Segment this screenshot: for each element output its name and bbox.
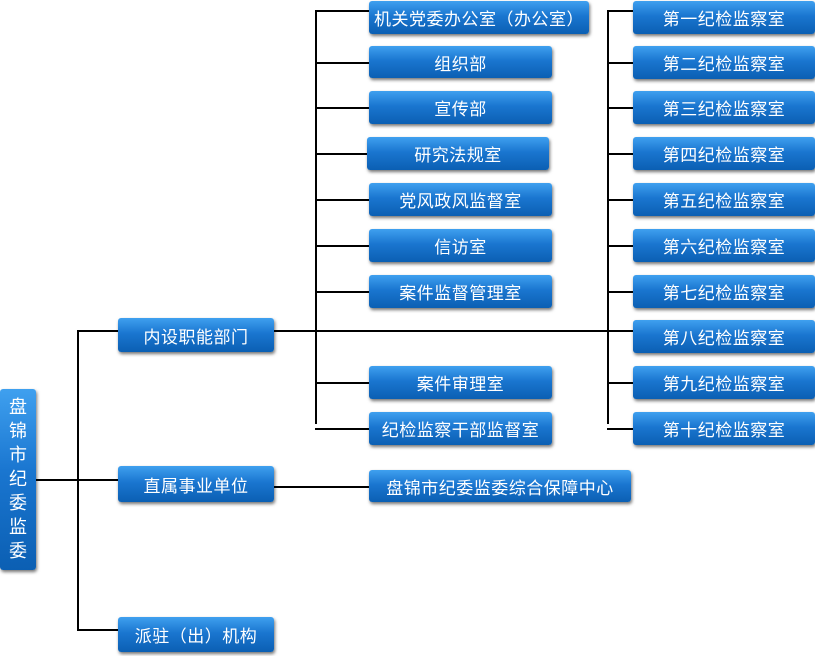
office-tick-2 [607, 62, 634, 64]
dept-box: 组织部 [369, 46, 552, 78]
office-tick-5 [607, 199, 634, 201]
office-box: 第五纪检监察室 [633, 183, 815, 216]
affiliated-unit-box: 盘锦市纪委监委综合保障中心 [369, 470, 631, 502]
root-char: 锦 [9, 420, 27, 442]
internal-branch-line [77, 330, 119, 332]
root-char: 委 [9, 492, 27, 514]
office-box: 第七纪检监察室 [633, 275, 815, 308]
dept-tick-1 [315, 10, 369, 12]
departments-trunk [315, 10, 317, 424]
office-box: 第一纪检监察室 [633, 1, 815, 34]
category-internal: 内设职能部门 [118, 318, 274, 352]
office-box: 第六纪检监察室 [633, 229, 815, 262]
affiliated-branch-line [77, 479, 119, 481]
root-char: 监 [9, 516, 27, 538]
offices-trunk [607, 10, 609, 424]
dept-box: 党风政风监督室 [369, 183, 552, 216]
dept-box: 机关党委办公室（办公室） [369, 1, 589, 34]
dept-tick-5 [315, 199, 369, 201]
office-box: 第十纪检监察室 [633, 412, 815, 445]
office-tick-4 [607, 153, 634, 155]
root-char: 委 [9, 540, 27, 562]
dept-tick-4 [315, 153, 367, 155]
root-connector [36, 479, 78, 481]
dept-box: 宣传部 [369, 91, 552, 124]
office-box: 第八纪检监察室 [633, 320, 815, 353]
office-tick-6 [607, 245, 634, 247]
dept-tick-9 [315, 428, 369, 430]
root-char: 纪 [9, 468, 27, 490]
office-tick-3 [607, 107, 634, 109]
office-tick-9 [607, 382, 634, 384]
dept-tick-2 [315, 62, 369, 64]
category-affiliated: 直属事业单位 [118, 466, 274, 502]
office-box: 第三纪检监察室 [633, 91, 815, 124]
affiliated-to-unit-line [274, 486, 370, 488]
dept-tick-6 [315, 245, 369, 247]
dept-box: 信访室 [369, 229, 552, 262]
office-tick-10 [607, 428, 634, 430]
dept-box: 纪检监察干部监督室 [369, 412, 552, 445]
dept-box: 研究法规室 [367, 137, 549, 170]
dept-box: 案件监督管理室 [369, 275, 552, 308]
office-box: 第九纪检监察室 [633, 366, 815, 399]
root-node: 盘 锦 市 纪 委 监 委 [0, 389, 36, 570]
office-tick-7 [607, 291, 634, 293]
category-stationed: 派驻（出）机构 [118, 617, 274, 652]
dept-tick-3 [315, 107, 369, 109]
stationed-branch-line [77, 629, 119, 631]
office-box: 第二纪检监察室 [633, 46, 815, 79]
root-char: 盘 [9, 396, 27, 418]
internal-to-offices-line [274, 330, 634, 332]
dept-box: 案件审理室 [369, 366, 552, 399]
root-char: 市 [9, 444, 27, 466]
office-box: 第四纪检监察室 [633, 137, 815, 170]
dept-tick-7 [315, 291, 369, 293]
dept-tick-8 [315, 382, 369, 384]
office-tick-1 [607, 10, 634, 12]
